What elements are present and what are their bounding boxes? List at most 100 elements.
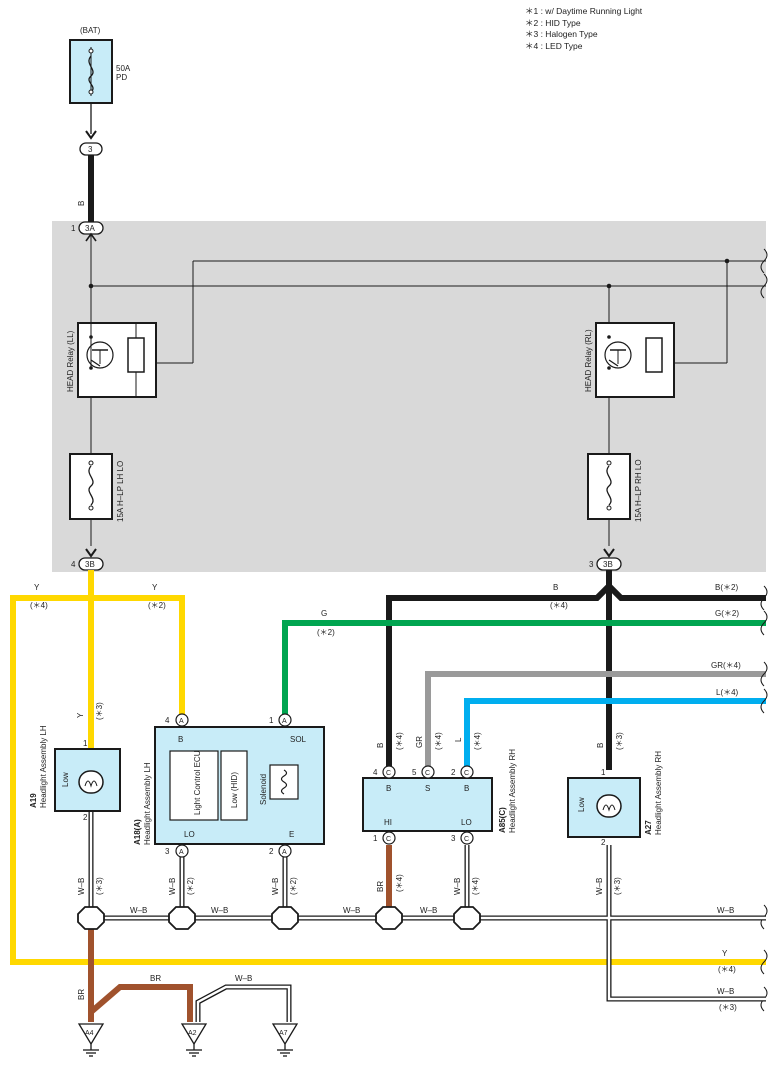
connector-3b-right-label: 3B <box>603 560 613 569</box>
a18-hid-label: Low (HID) <box>230 772 239 808</box>
fuse-pd-amp: 50A <box>116 64 131 73</box>
wire-note: (＊3) <box>719 1003 737 1012</box>
wire-label-wb: W–B <box>130 906 147 915</box>
wire-label-wb: W–B <box>168 878 177 895</box>
a85-id: A85(C) <box>498 807 507 833</box>
wire-label-g2: G(＊2) <box>715 609 739 618</box>
wire-label-wb: W–B <box>595 878 604 895</box>
head-relay-ll <box>77 322 157 398</box>
wire-label-b: B <box>596 743 605 748</box>
a85-headlight-rh <box>362 777 493 832</box>
wire-gray <box>425 671 766 770</box>
connector-3a-label: 3A <box>85 224 95 233</box>
a18-lo: LO <box>184 830 195 839</box>
a85-name: Headlight Assembly RH <box>508 749 517 833</box>
a85-term-c: C <box>386 836 391 843</box>
a18-sol: SOL <box>290 735 307 744</box>
wire-note: (＊3) <box>95 877 104 895</box>
junction-dot <box>606 283 612 289</box>
wire-label-br: BR <box>376 881 385 892</box>
fuse-pd-terminal <box>88 89 94 95</box>
wire-note: (＊4) <box>30 601 48 610</box>
a18-term-a: A <box>179 849 184 856</box>
a18-term-a: A <box>282 849 287 856</box>
wire-label-br: BR <box>150 974 161 983</box>
wire-label-wb: W–B <box>717 987 734 996</box>
ground-a7 <box>272 1023 298 1057</box>
a19-name: Headlight Assembly LH <box>39 725 48 808</box>
wire-note: (＊2) <box>186 877 195 895</box>
wire-note: (＊2) <box>289 877 298 895</box>
wire-note: (＊2) <box>317 628 335 637</box>
a18-pin4: 4 <box>165 716 170 725</box>
a27-name: Headlight Assembly RH <box>654 751 663 835</box>
a18-term-a: A <box>282 718 287 725</box>
a18-b: B <box>178 735 183 744</box>
a19-low: Low <box>61 772 70 787</box>
ground-a2 <box>181 1023 207 1057</box>
fuse-rh-lo <box>587 453 631 520</box>
a85-b: B <box>386 784 391 793</box>
a18-pin2: 2 <box>269 847 274 856</box>
a18-terminals <box>175 713 292 858</box>
a19-pin2: 2 <box>83 813 88 822</box>
relay-label-right: HEAD Relay (RL) <box>584 329 593 392</box>
a85-pin2: 2 <box>451 768 456 777</box>
connector-arrow <box>85 548 97 558</box>
a18-name: Headlight Assembly LH <box>143 762 152 845</box>
connector-3b-left-label: 3B <box>85 560 95 569</box>
connector-arrow <box>85 130 97 140</box>
relay-label-left: HEAD Relay (LL) <box>66 330 75 392</box>
battery-label: (BAT) <box>80 26 101 35</box>
legend-item: ＊4 : LED Type <box>525 40 583 51</box>
a85-pin1: 1 <box>373 834 378 843</box>
wire-black <box>386 570 766 770</box>
wire-note: (＊4) <box>471 877 480 895</box>
fuse-pd-terminal <box>88 48 94 54</box>
a27-low: Low <box>577 797 586 812</box>
junction-dot <box>724 258 730 264</box>
fuse-lh-lo <box>69 453 113 520</box>
wire-label-b2: B(＊2) <box>715 583 738 592</box>
fuse-pd-element <box>88 55 94 93</box>
wire-label-g: G <box>321 609 327 618</box>
connector-arrow <box>603 548 615 558</box>
fuse-label-right: 15A H–LP RH LO <box>634 459 643 522</box>
a18-pin3: 3 <box>165 847 170 856</box>
wire-label-y: Y <box>34 583 40 592</box>
connector-3-label: 3 <box>88 145 93 154</box>
a19-headlight-lh <box>54 748 121 812</box>
connector-3a-pin: 1 <box>71 224 76 233</box>
a18-e: E <box>289 830 294 839</box>
a18-term-a: A <box>179 718 184 725</box>
continuation-mark <box>760 273 768 299</box>
a85-terminals <box>382 765 474 845</box>
wire-label-gr4: GR(＊4) <box>711 661 741 670</box>
wire-label-y: Y <box>152 583 158 592</box>
legend-item: ＊1 : w/ Daytime Running Light <box>525 6 643 16</box>
connector-3b-left-pin: 4 <box>71 560 76 569</box>
connector-3 <box>79 142 103 156</box>
a85-term-c: C <box>464 836 469 843</box>
a27-headlight-rh <box>567 777 641 838</box>
a85-b2: B <box>464 784 469 793</box>
wire-label-b: B <box>376 743 385 748</box>
wire-note: (＊4) <box>550 601 568 610</box>
a19-id: A19 <box>29 793 38 808</box>
ground-a4-label: A4 <box>85 1030 94 1037</box>
fuse-pd-name: PD <box>116 73 127 82</box>
wire-note: (＊2) <box>148 601 166 610</box>
legend-item: ＊2 : HID Type <box>525 17 581 28</box>
continuation-marks <box>760 585 768 1012</box>
a27-id: A27 <box>644 820 653 835</box>
a85-pin3: 3 <box>451 834 456 843</box>
a85-s: S <box>425 784 430 793</box>
a85-pin4: 4 <box>373 768 378 777</box>
wire-label-l: L <box>454 737 463 742</box>
wire-label-y: Y <box>76 712 85 718</box>
ground-a2-label: A2 <box>188 1030 197 1037</box>
wire-label-wb: W–B <box>420 906 437 915</box>
wire-label-wb: W–B <box>717 906 734 915</box>
wire-brown <box>88 845 392 1022</box>
a85-pin5: 5 <box>412 768 417 777</box>
